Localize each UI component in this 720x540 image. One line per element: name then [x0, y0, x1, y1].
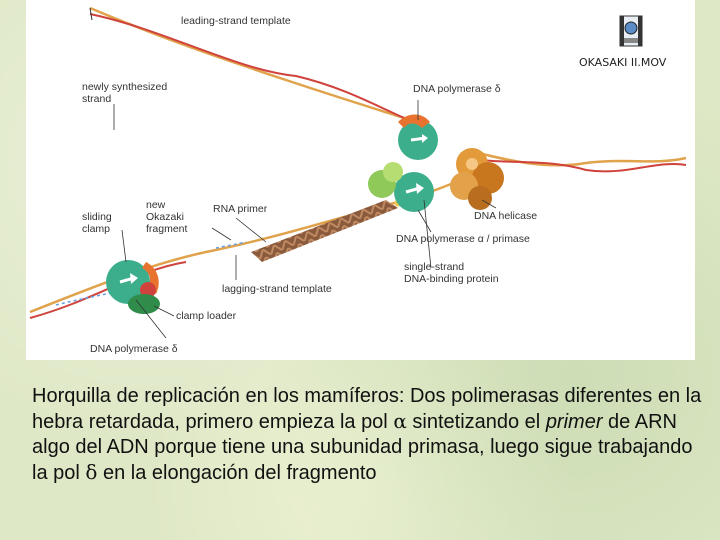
caption-delta: δ [85, 460, 98, 484]
label-okazaki: Okazaki [146, 211, 184, 223]
label-rna-primer: RNA primer [213, 203, 268, 215]
leading-strand-helix [89, 6, 431, 129]
caption-alpha: α [393, 409, 407, 433]
leader-lines [113, 100, 497, 339]
label-dna-polymerase-delta-bottom: DNA polymerase δ [90, 343, 178, 355]
caption-text: Horquilla de replicación en los mamífero… [32, 384, 702, 486]
label-lagging-strand-template: lagging-strand template [222, 283, 332, 295]
label-strand: strand [82, 93, 111, 105]
label-newly-synthesized: newly synthesized [82, 81, 167, 93]
label-dna-polymerase-delta-top: DNA polymerase δ [413, 83, 501, 95]
dna-polymerase-alpha-primase [368, 162, 434, 212]
caption-part-2: sintetizando el [406, 411, 546, 433]
movie-file-icon[interactable] [619, 15, 643, 47]
label-leading-strand-template: leading-strand template [181, 15, 291, 27]
caption-part-1: Horquilla de replicación en los mamífero… [32, 385, 702, 433]
dna-helicase [450, 148, 504, 210]
label-clamp: clamp [82, 223, 110, 235]
label-sliding: sliding [82, 211, 112, 223]
caption-part-3: de ARN algo del ADN porque tiene una sub… [32, 411, 693, 484]
label-clamp-loader: clamp loader [176, 310, 237, 322]
diagram-panel: leading-strand template newly synthesize… [26, 0, 695, 360]
label-dna-helicase: DNA helicase [474, 210, 537, 222]
caption-part-4: en la elongación del fragmento [97, 462, 377, 484]
label-new: new [146, 199, 166, 211]
caption-primer: primer [545, 411, 603, 433]
label-dna-polymerase-alpha-primase: DNA polymerase α / primase [396, 233, 530, 245]
label-fragment: fragment [146, 223, 188, 235]
parental-helix [465, 148, 687, 173]
label-single-strand: single-strand [404, 261, 464, 273]
movie-file-label[interactable]: OKASAKI II.MOV [579, 56, 667, 69]
dna-polymerase-delta-bottom [106, 260, 160, 314]
replication-fork-diagram: leading-strand template newly synthesize… [29, 6, 687, 355]
okazaki-fragment [251, 200, 398, 262]
label-dna-binding-protein: DNA-binding protein [404, 273, 499, 285]
dna-polymerase-delta-top [398, 114, 438, 160]
